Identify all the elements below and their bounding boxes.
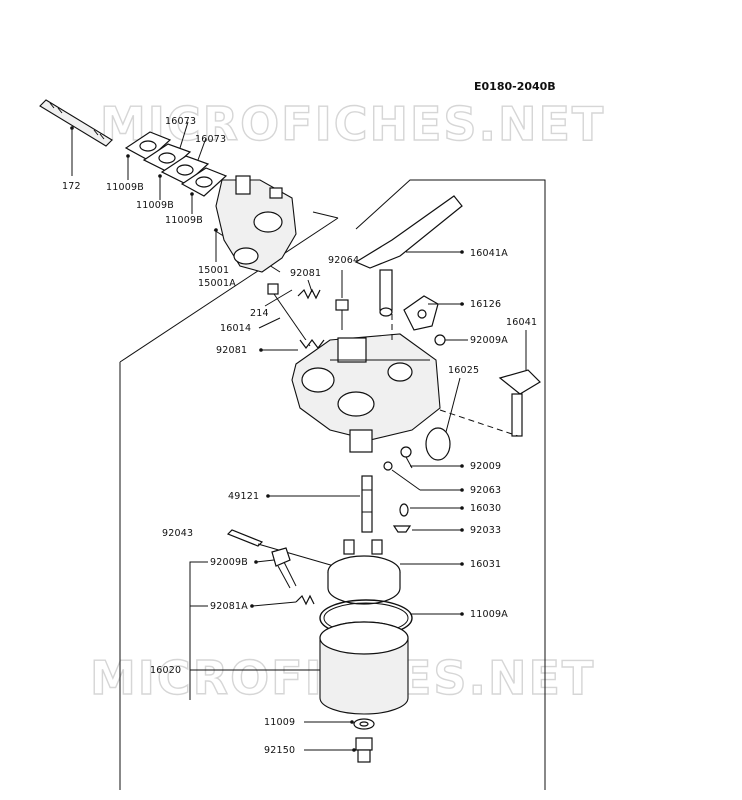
label-16014: 16014	[220, 323, 251, 334]
pin-92043	[226, 529, 335, 567]
label-16073-b: 16073	[195, 134, 226, 145]
clip-92033	[392, 525, 412, 533]
label-214: 214	[250, 308, 269, 319]
label-15001: 15001	[198, 265, 229, 276]
label-15001a: 15001A	[198, 278, 236, 289]
label-11009: 11009	[264, 717, 295, 728]
label-92150: 92150	[264, 745, 295, 756]
label-11009b-3: 11009B	[165, 215, 203, 226]
choke-lever-16041a	[354, 195, 463, 317]
plate-16126	[403, 295, 439, 331]
label-11009a: 11009A	[470, 609, 508, 620]
leader-lines	[71, 121, 527, 751]
float-16031	[327, 539, 401, 605]
label-16020: 16020	[150, 665, 181, 676]
screw-92063	[383, 461, 393, 471]
label-92064: 92064	[328, 255, 359, 266]
carburetor-body	[291, 333, 441, 453]
label-16073-a: 16073	[165, 116, 196, 127]
watermark-top: MICROFICHES.NET	[100, 97, 605, 151]
label-92009b: 92009B	[210, 557, 248, 568]
label-16041a: 16041A	[470, 248, 508, 259]
label-92043: 92043	[162, 528, 193, 539]
stud-bolt-172	[39, 99, 113, 147]
screw-92064	[335, 299, 349, 330]
label-16025: 16025	[448, 365, 479, 376]
label-172: 172	[62, 181, 81, 192]
label-92081-a: 92081	[290, 268, 321, 279]
nozzle-49121	[361, 475, 373, 533]
throttle-valve-16025	[425, 427, 451, 461]
label-16126: 16126	[470, 299, 501, 310]
diagram-code: E0180-2040B	[474, 80, 556, 93]
washer-11009	[353, 718, 375, 730]
label-11009b-1: 11009B	[106, 182, 144, 193]
label-92081a: 92081A	[210, 601, 248, 612]
label-92033: 92033	[470, 525, 501, 536]
throttle-lever-16041	[498, 369, 541, 437]
bolt-92150	[355, 737, 373, 763]
screw-92009b	[271, 547, 297, 589]
label-16041: 16041	[506, 317, 537, 328]
label-16031: 16031	[470, 559, 501, 570]
leader-dots	[70, 126, 464, 752]
label-11009b-2: 11009B	[136, 200, 174, 211]
gaskets-top	[124, 131, 228, 197]
screw-92009a	[434, 334, 462, 346]
screw-92009	[400, 446, 413, 469]
label-92009: 92009	[470, 461, 501, 472]
spring-92081	[297, 288, 321, 300]
label-92009a: 92009A	[470, 335, 508, 346]
label-92063: 92063	[470, 485, 501, 496]
needle-16030	[399, 503, 409, 517]
spring-92081a	[295, 594, 315, 606]
small-carburetor-15001	[215, 175, 297, 273]
label-49121: 49121	[228, 491, 259, 502]
label-92081-b: 92081	[216, 345, 247, 356]
float-bowl-16020	[319, 621, 409, 715]
adjust-screw-16014	[267, 283, 325, 349]
label-16030: 16030	[470, 503, 501, 514]
